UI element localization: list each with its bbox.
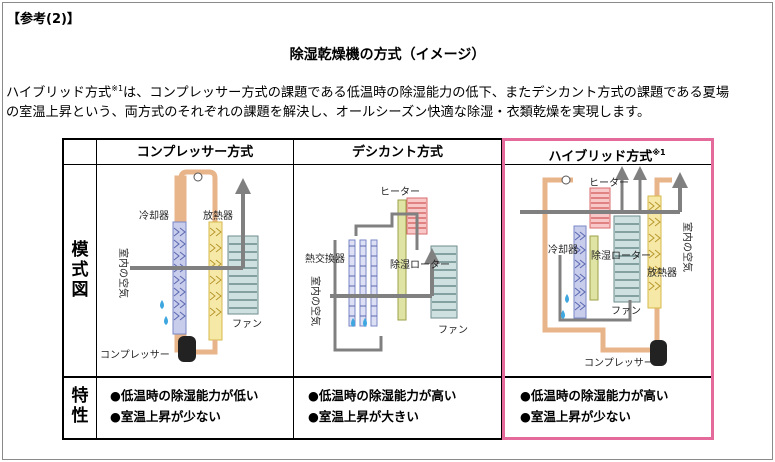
label-room-air: 室内の空気 [309, 276, 322, 326]
label-radiator: 放熱器 [203, 209, 233, 222]
water-drop-icon [351, 318, 355, 327]
label-radiator: 放熱器 [647, 266, 677, 279]
label-cooler: 冷却器 [139, 209, 169, 222]
valve-icon [561, 175, 571, 185]
label-heat-exchanger: 熱交換器 [305, 252, 345, 265]
water-drop-icon [565, 294, 569, 303]
air-out-arrow-icon [633, 166, 647, 180]
air-out-arrow-icon [235, 178, 251, 194]
desiccant-diagram: ヒーター 熱交換器 除湿ローター ファン 室内の空気 [305, 186, 468, 352]
label-compressor: コンプレッサー [584, 357, 654, 369]
column-header-desiccant: デシカント方式 [351, 145, 443, 160]
description-line-2: の室温上昇という、両方式のそれぞれの課題を解決し、オールシーズン快適な除湿・衣類… [6, 105, 651, 121]
air-out-arrow-icon [424, 248, 440, 264]
hybrid-highlight-box [502, 138, 714, 440]
row-header-diagram: 模式図 [71, 240, 89, 300]
label-cooler: 冷却器 [548, 243, 578, 256]
column-header-hybrid: ハイブリッド方式※1 [548, 148, 666, 165]
features-compressor: ●低温時の除湿能力が低い ●室温上昇が少ない [110, 388, 259, 424]
label-fan: ファン [232, 319, 262, 330]
label-room-air: 室内の空気 [681, 222, 694, 272]
air-out-arrow-icon [672, 172, 688, 188]
description: ハイブリッド方式※1は、コンプレッサー方式の課題である低温時の除湿能力の低下、ま… [6, 79, 772, 123]
figure-title: 除湿乾燥機の方式（イメージ） [289, 47, 486, 63]
compressor-icon [650, 340, 667, 366]
compressor-icon [178, 336, 196, 362]
regeneration-air-loop [354, 212, 419, 250]
label-compressor: コンプレッサー [100, 349, 170, 361]
label-heater: ヒーター [380, 186, 420, 198]
refrigerant-loop [178, 169, 218, 350]
compressor-diagram: 冷却器 放熱器 ファン コンプレッサー 室内の空気 [100, 169, 262, 362]
column-header-compressor: コンプレッサー方式 [136, 145, 254, 160]
desiccant-rotor [397, 199, 407, 321]
water-drop-icon [164, 316, 168, 325]
water-drop-icon [363, 318, 367, 327]
valve-icon [193, 172, 203, 182]
label-fan: ファン [611, 306, 641, 317]
hybrid-diagram: ヒーター 冷却器 除湿ローター ファン 放熱器 コンプレッサー 室内の空気 [520, 166, 694, 369]
label-rotor: 除湿ローター [390, 258, 450, 271]
features-desiccant: ●低温時の除湿能力が高い ●室温上昇が大きい [308, 388, 457, 424]
water-drop-icon [160, 300, 164, 309]
air-out-arrow-icon [615, 166, 629, 180]
description-line-1: ハイブリッド方式※1は、コンプレッサー方式の課題である低温時の除湿能力の低下、ま… [6, 84, 730, 101]
row-header-characteristics: 特性 [71, 386, 89, 426]
label-rotor: 除湿ローター [591, 249, 651, 262]
features-hybrid: ●低温時の除湿能力が高い ●室温上昇が少ない [520, 388, 669, 424]
water-drop-icon [561, 310, 565, 319]
label-fan: ファン [438, 325, 468, 336]
desiccant-rotor [589, 235, 599, 301]
label-room-air: 室内の空気 [117, 248, 130, 298]
reference-heading: 【参考(2)】 [7, 12, 80, 27]
label-heater: ヒーター [589, 177, 629, 189]
